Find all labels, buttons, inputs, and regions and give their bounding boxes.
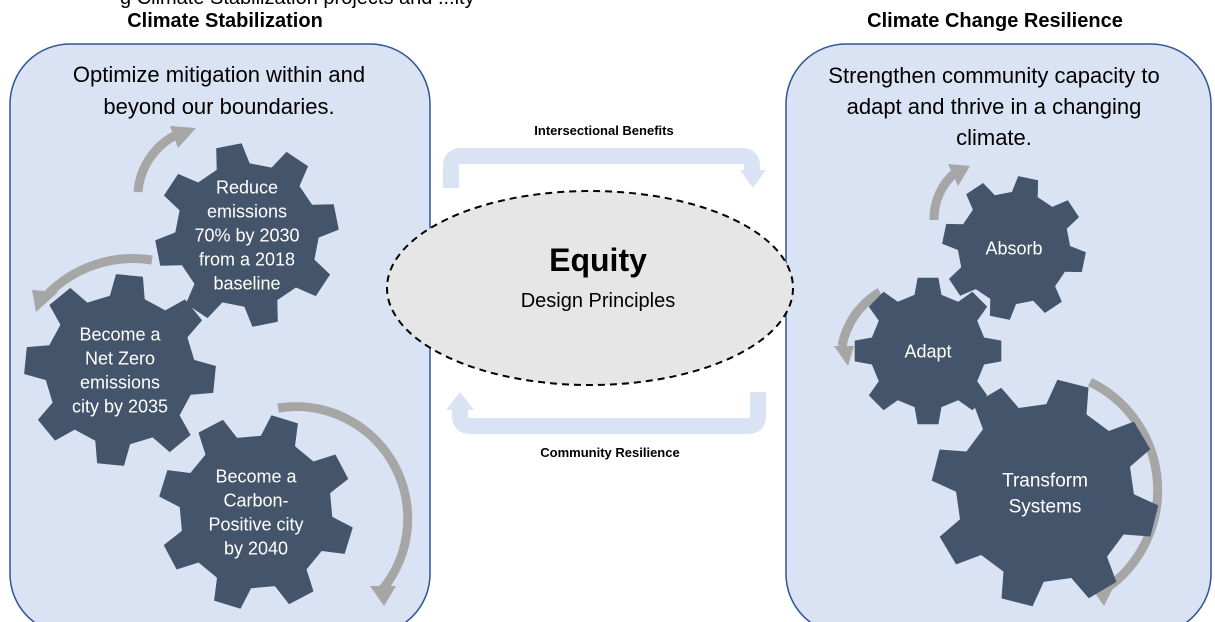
cycle-arrow-3 xyxy=(277,402,413,593)
right-cycle-arrows xyxy=(837,168,1163,594)
bottom-flow-arrow xyxy=(452,392,766,434)
gear-2-label-line: city by 2035 xyxy=(72,396,168,416)
equity-title: Equity xyxy=(549,242,647,278)
gear-6 xyxy=(931,379,1159,607)
cycle-arrow-2 xyxy=(42,254,153,300)
right-goal-line1: Strengthen community capacity to xyxy=(828,63,1159,88)
bottom-flow-head xyxy=(446,392,474,410)
top-flow-head xyxy=(740,170,766,188)
gear-2-label-line: emissions xyxy=(80,372,160,392)
gear-3-label-line: Carbon- xyxy=(223,490,288,510)
right-goal-line3: climate. xyxy=(956,125,1032,150)
cycle-arrow-1 xyxy=(133,129,181,193)
gear-6-label-line: Systems xyxy=(1009,497,1082,518)
gear-3-label-line: by 2040 xyxy=(224,538,288,558)
gears-layer xyxy=(24,143,1159,609)
cropped-heading: g Climate Stabilization projects and ...… xyxy=(120,0,475,9)
arrowhead-3 xyxy=(370,586,396,606)
left-panel-title: Climate Stabilization xyxy=(127,10,323,32)
flow-arrows xyxy=(443,148,766,434)
flow-arrowheads xyxy=(446,170,766,410)
top-flow-arrow xyxy=(443,148,760,188)
left-goal-line1: Optimize mitigation within and xyxy=(73,62,365,87)
cycle-arrow-4 xyxy=(929,168,959,221)
cycle-arrow-6 xyxy=(1088,377,1163,594)
arrowhead-5 xyxy=(834,346,854,366)
equity-subtitle: Design Principles xyxy=(521,290,676,312)
gear-1-label-line: from a 2018 xyxy=(199,249,295,269)
arrowhead-1 xyxy=(170,126,196,148)
gear-3-label-line: Positive city xyxy=(208,514,303,534)
equity-ellipse xyxy=(386,190,794,386)
gear-3 xyxy=(159,415,353,609)
gear-2-label-line: Net Zero xyxy=(85,348,155,368)
left-goal-line2: beyond our boundaries. xyxy=(103,94,334,119)
right-panel-title: Climate Change Resilience xyxy=(867,10,1123,32)
community-resilience-label: Community Resilience xyxy=(540,445,679,460)
gear-5 xyxy=(854,277,1002,425)
right-goal-line2: adapt and thrive in a changing xyxy=(847,94,1142,119)
gear-6-label-line: Transform xyxy=(1002,471,1088,492)
intersectional-benefits-label: Intersectional Benefits xyxy=(534,123,673,138)
gear-1 xyxy=(155,143,339,327)
cycle-arrow-5 xyxy=(837,288,883,347)
gear-1-label-line: baseline xyxy=(213,273,280,293)
gear-4-label-line: Absorb xyxy=(985,238,1042,258)
gear-3-label-line: Become a xyxy=(215,466,297,486)
left-cycle-arrowheads xyxy=(32,126,396,606)
gear-4 xyxy=(942,176,1086,320)
gear-1-label-line: 70% by 2030 xyxy=(194,225,299,245)
gear-1-label-line: Reduce xyxy=(216,177,278,197)
arrowhead-4 xyxy=(948,164,970,186)
gear-1-label-line: emissions xyxy=(207,201,287,221)
gear-2 xyxy=(24,274,216,466)
left-cycle-arrows xyxy=(42,129,413,593)
arrowhead-2 xyxy=(32,290,58,312)
gear-labels-layer: Reduce emissions 70% by 2030 from a 2018 bas… xyxy=(72,177,1088,558)
gear-2-label-line: Become a xyxy=(79,324,161,344)
gear-5-label-line: Adapt xyxy=(904,341,951,361)
